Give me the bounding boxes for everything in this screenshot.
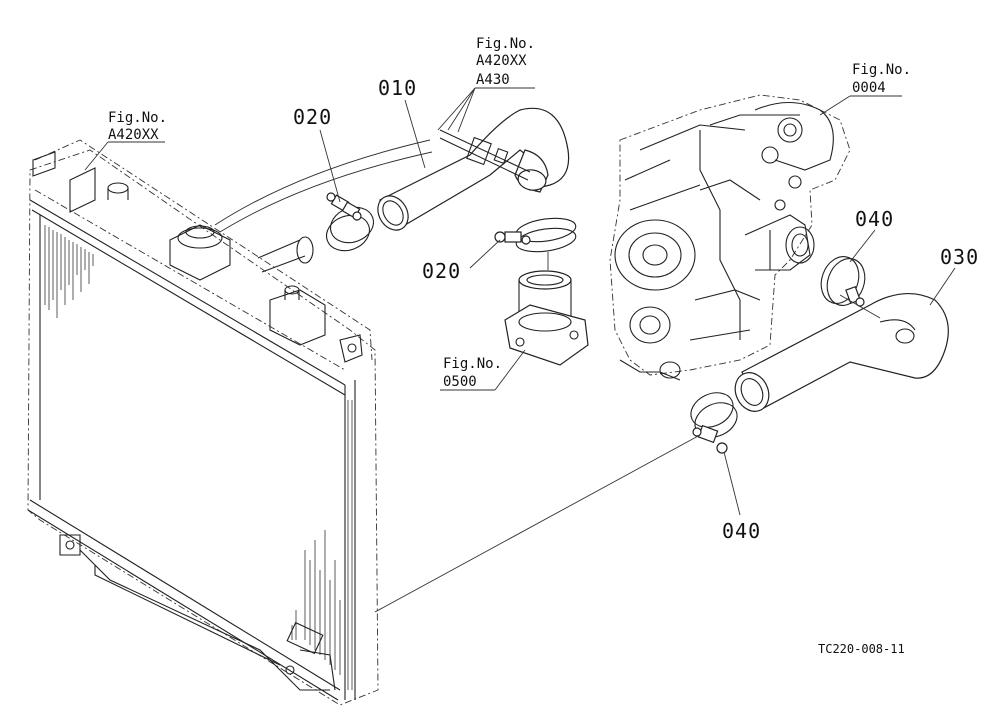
radiator: [27, 139, 433, 706]
fig-ref-hose-number-1: A420XX: [476, 53, 527, 69]
fig-ref-thermostat-heading: Fig.No.: [443, 356, 502, 372]
fig-ref-radiator-heading: Fig.No.: [108, 110, 167, 126]
part-label-040-lower: 040: [722, 519, 761, 543]
leader-lines: [84, 87, 956, 613]
fig-ref-thermostat-number: 0500: [443, 374, 477, 390]
part-label-040-upper: 040: [855, 207, 894, 231]
part-label-010: 010: [378, 76, 417, 100]
drawing-code: TC220-008-11: [818, 642, 905, 656]
fig-ref-radiator-number: A420XX: [108, 127, 159, 143]
fig-ref-engine-heading: Fig.No.: [852, 62, 911, 78]
thermostat-housing: [504, 270, 589, 366]
fig-ref-engine-number: 0004: [852, 80, 886, 96]
lower-hose-030: [734, 292, 949, 412]
clamp-040-upper: [820, 256, 866, 307]
fig-ref-hose-heading: Fig.No.: [476, 36, 535, 52]
part-label-030: 030: [940, 245, 979, 269]
fig-ref-hose-number-2: A430: [476, 72, 510, 88]
clamp-020-upper: [325, 192, 375, 252]
upper-hose-010: [377, 107, 570, 231]
clamp-020-lower: [494, 217, 577, 253]
labels: 010 020 020 030 040 040 Fig.No. A420XX F…: [108, 36, 979, 656]
clamp-040-lower: [690, 392, 738, 454]
part-label-020-lower: 020: [422, 259, 461, 283]
part-label-020-upper: 020: [293, 105, 332, 129]
engine-water-pump: [609, 94, 851, 381]
